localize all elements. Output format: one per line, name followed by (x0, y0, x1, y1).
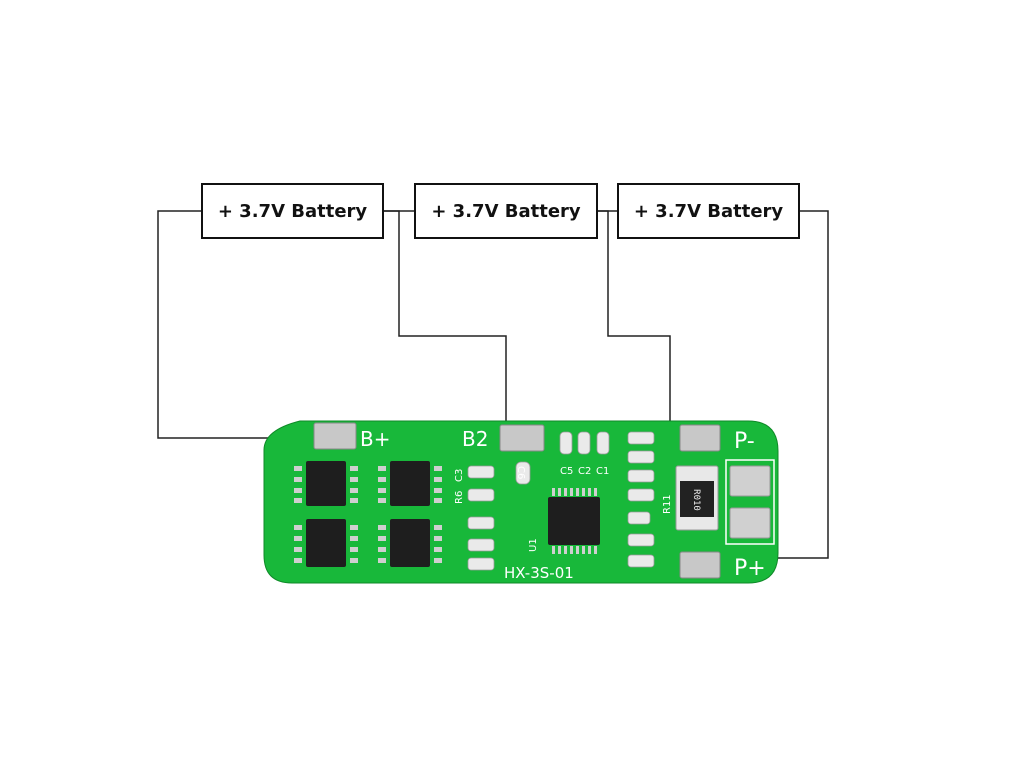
pad-outline (725, 459, 775, 545)
battery-3: + 3.7V Battery (617, 183, 800, 239)
wire-b-plus (770, 210, 829, 559)
label-c1: C1 (596, 466, 609, 477)
shunt-resistor-body (680, 481, 714, 517)
battery-3-label: + 3.7V Battery (633, 200, 784, 222)
pad-side-bottom (729, 507, 771, 539)
shunt-resistor-marking: R010 (691, 489, 701, 511)
passive-components (467, 431, 655, 571)
mosfet-1 (306, 461, 346, 506)
battery-2-label: + 3.7V Battery (431, 200, 581, 222)
label-r6: R6 (454, 491, 465, 504)
battery-1-label: + 3.7V Battery (217, 200, 368, 222)
silkscreen: B+ B2 P- P+ HX-3S-01 C3 R6 C6 C5 C2 C1 U… (360, 427, 766, 582)
label-c6: C6 (515, 466, 526, 479)
wire-b-minus (157, 210, 320, 439)
wires (157, 210, 829, 559)
mosfet-4 (390, 519, 430, 567)
label-c3: C3 (454, 469, 465, 482)
pad-b-minus (313, 422, 357, 450)
label-b2: B2 (462, 427, 488, 451)
wire-b1 (384, 210, 507, 424)
mosfet-3 (306, 519, 346, 567)
label-c2: C2 (578, 466, 591, 477)
protection-ic (548, 497, 600, 545)
label-p-minus: P- (734, 429, 755, 454)
label-p-plus: P+ (734, 556, 766, 581)
pad-b2 (499, 424, 545, 452)
pad-p-plus (679, 551, 721, 579)
mosfet-chips (306, 461, 430, 567)
pad-side-top (729, 465, 771, 497)
label-r11: R11 (662, 494, 673, 514)
label-model: HX-3S-01 (504, 564, 574, 582)
wire-b2 (598, 210, 671, 424)
label-b-plus: B+ (360, 427, 390, 451)
mosfet-pins (294, 466, 442, 563)
ic-pins (552, 488, 597, 554)
pad-p-minus (679, 424, 721, 452)
battery-1: + 3.7V Battery (201, 183, 384, 239)
mosfet-2 (390, 461, 430, 506)
label-c5: C5 (560, 466, 573, 477)
battery-2: + 3.7V Battery (414, 183, 598, 239)
label-u1: U1 (528, 538, 539, 552)
